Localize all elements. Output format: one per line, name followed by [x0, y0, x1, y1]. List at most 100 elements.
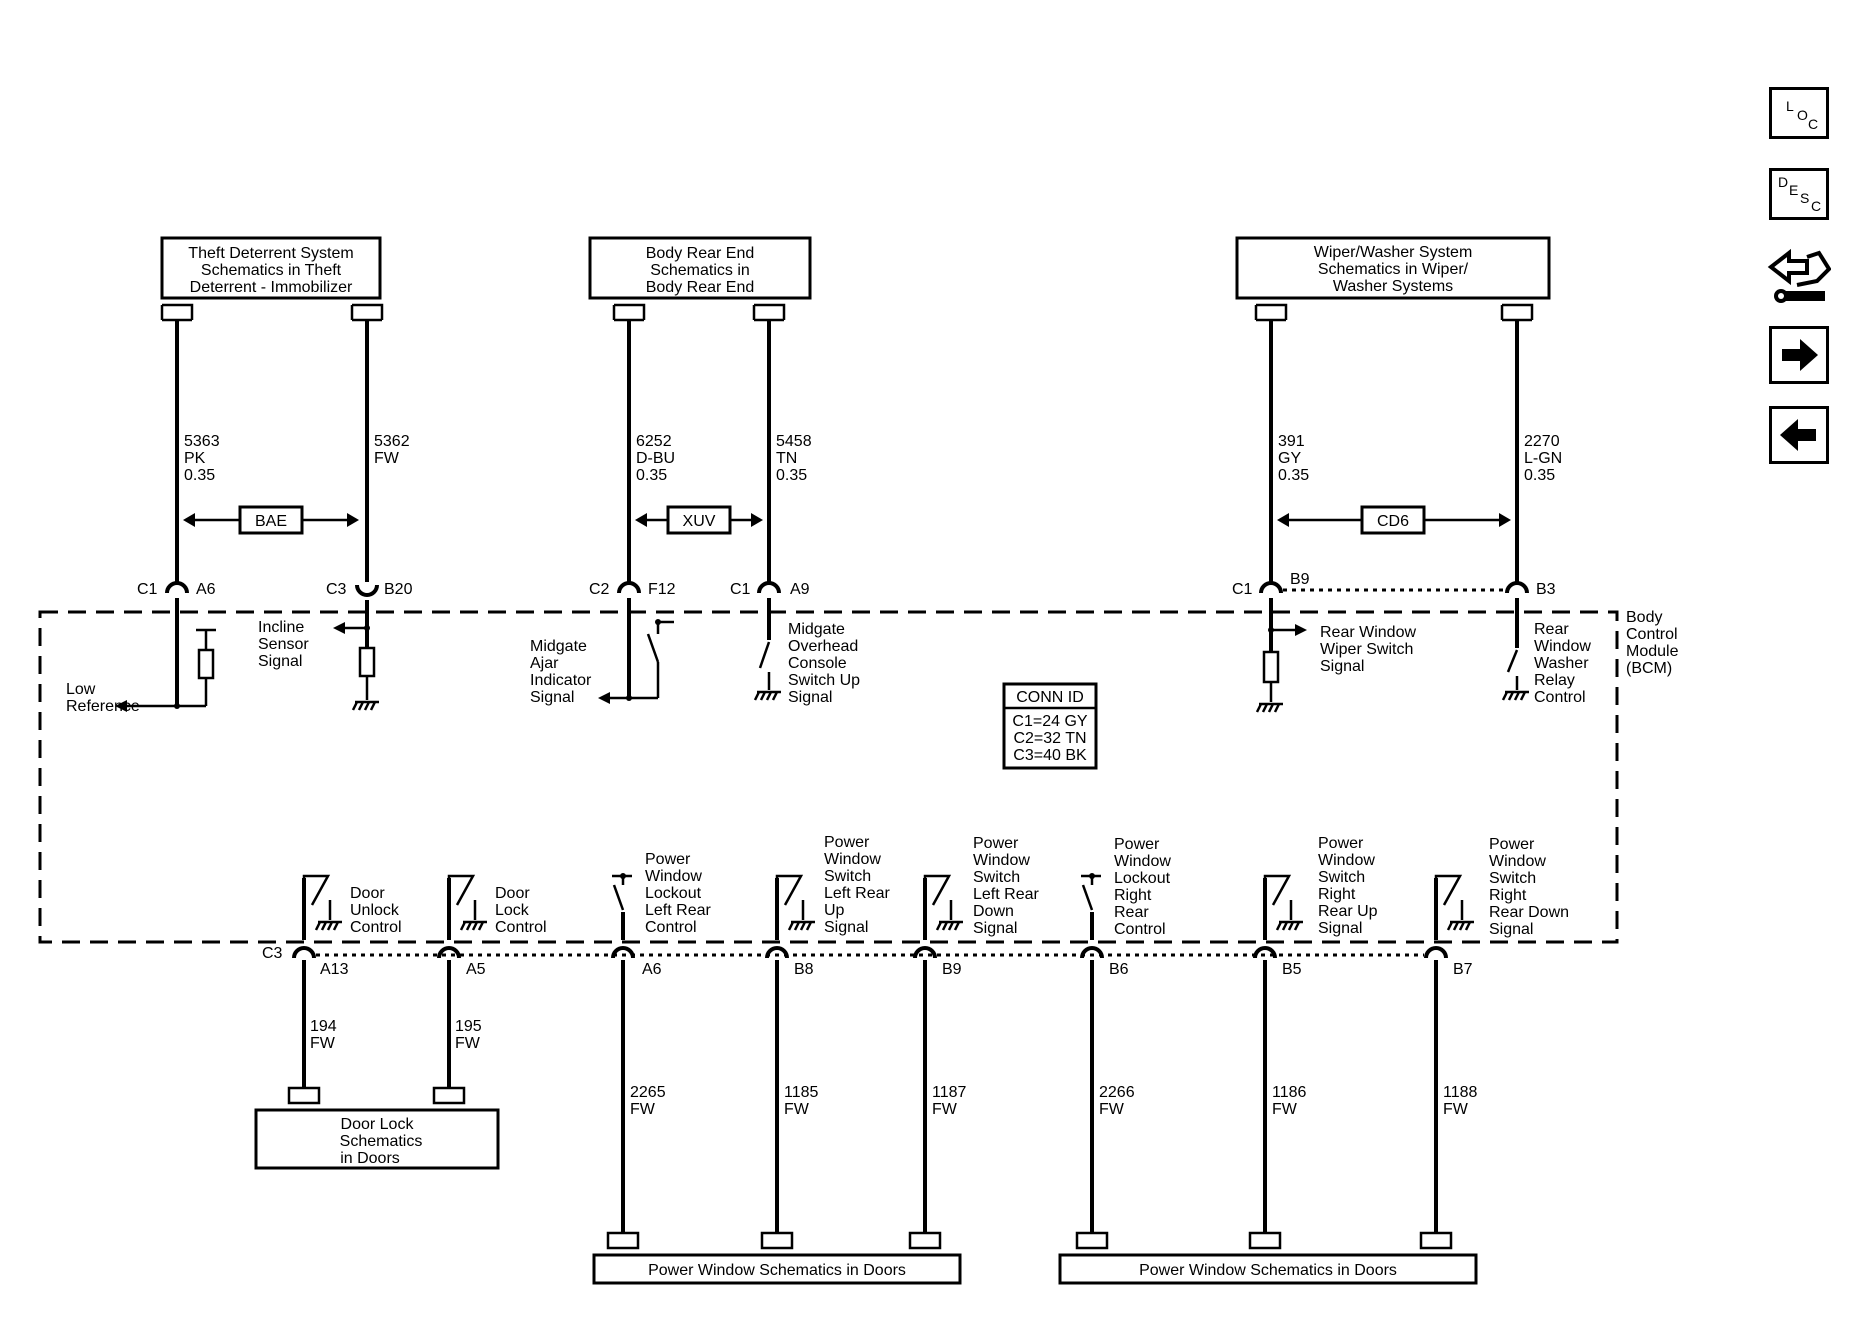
- source-box-text: Washer Systems: [1333, 278, 1453, 295]
- signal-label: Door: [495, 885, 530, 902]
- svg-text:Rear Up: Rear Up: [1318, 903, 1378, 920]
- svg-text:XUV: XUV: [683, 513, 716, 530]
- svg-text:Power: Power: [824, 834, 870, 851]
- svg-text:Midgate: Midgate: [530, 638, 587, 655]
- destination-box-power-window-left[interactable]: Power Window Schematics in Doors: [592, 1253, 962, 1285]
- svg-text:1186: 1186: [1272, 1084, 1307, 1101]
- circuit-label: 1186: [1272, 1084, 1307, 1101]
- svg-text:FW: FW: [1099, 1101, 1125, 1118]
- svg-text:B5: B5: [1282, 961, 1302, 978]
- location-button[interactable]: L O C: [1769, 87, 1829, 139]
- circuit-label: FW: [630, 1101, 656, 1118]
- svg-text:5458: 5458: [776, 433, 812, 450]
- svg-text:6252: 6252: [636, 433, 672, 450]
- svg-text:C3: C3: [262, 945, 283, 962]
- svg-text:Switch: Switch: [824, 868, 871, 885]
- svg-text:FW: FW: [310, 1035, 336, 1052]
- svg-text:Midgate: Midgate: [788, 621, 845, 638]
- desc-letter: C: [1811, 198, 1822, 214]
- signal-label: Switch: [824, 868, 871, 885]
- svg-text:Up: Up: [824, 902, 845, 919]
- conn-id-title: CONN ID: [1016, 689, 1084, 706]
- signal-label: Console: [788, 655, 847, 672]
- svg-text:A9: A9: [790, 581, 810, 598]
- signal-label: Control: [350, 919, 402, 936]
- next-page-button[interactable]: [1769, 326, 1829, 384]
- svg-text:Switch: Switch: [1489, 870, 1536, 887]
- signal-label: Control: [1534, 689, 1586, 706]
- signal-label: Rear Down: [1489, 904, 1569, 921]
- source-box-wiper-washer[interactable]: Wiper/Washer System Schematics in Wiper/…: [1235, 236, 1551, 300]
- pin-id: B5: [1282, 961, 1302, 978]
- circuit-label: L-GN: [1524, 450, 1562, 467]
- signal-label: Window: [1534, 638, 1591, 655]
- svg-text:Switch: Switch: [1318, 869, 1365, 886]
- connector-id: C1: [1232, 581, 1253, 598]
- source-box-theft-deterrent[interactable]: Theft Deterrent System Schematics in The…: [160, 236, 382, 300]
- source-box-text: Body Rear End: [646, 279, 755, 296]
- svg-text:Window: Window: [1114, 853, 1171, 870]
- pin-id: A6: [196, 581, 216, 598]
- svg-text:Power Window Schematics in Doo: Power Window Schematics in Doors: [1139, 1262, 1397, 1279]
- svg-text:Right: Right: [1318, 886, 1356, 903]
- svg-text:C3=40 BK: C3=40 BK: [1013, 747, 1087, 764]
- svg-text:Window: Window: [1489, 853, 1546, 870]
- svg-text:0.35: 0.35: [184, 467, 215, 484]
- signal-label: Switch: [1318, 869, 1365, 886]
- destination-box-power-window-right[interactable]: Power Window Schematics in Doors: [1058, 1253, 1478, 1285]
- svg-text:B7: B7: [1453, 961, 1473, 978]
- svg-text:Control: Control: [1114, 921, 1166, 938]
- previous-arrow-icon: [1780, 419, 1816, 451]
- internal-circuit-rear-wiper: [1255, 598, 1307, 713]
- signal-label: Signal: [1489, 921, 1533, 938]
- top-wires: [175, 320, 1519, 582]
- option-label: XUV: [683, 513, 716, 530]
- bottom-signal-labels: Door Unlock Control Door Lock Control Po…: [350, 834, 1569, 938]
- signal-label: Lockout: [1114, 870, 1171, 887]
- svg-text:FW: FW: [1272, 1101, 1298, 1118]
- source-box-text: Schematics in: [650, 262, 750, 279]
- svg-text:Control: Control: [495, 919, 547, 936]
- previous-page-button[interactable]: [1769, 406, 1829, 464]
- svg-text:D-BU: D-BU: [636, 450, 675, 467]
- circuit-label: FW: [932, 1101, 958, 1118]
- svg-text:Window: Window: [1534, 638, 1591, 655]
- signal-label: Rear Window: [1320, 624, 1416, 641]
- source-box-text: Theft Deterrent System: [188, 245, 353, 262]
- source-box-text: Deterrent - Immobilizer: [190, 279, 353, 296]
- circuit-label: TN: [776, 450, 797, 467]
- svg-text:F12: F12: [648, 581, 676, 598]
- connector-id: C1: [730, 581, 751, 598]
- internal-circuit-midgate-console: [753, 598, 781, 701]
- svg-text:FW: FW: [784, 1101, 810, 1118]
- bottom-wires: [302, 960, 1438, 1233]
- option-bae: BAE: [183, 505, 359, 535]
- signal-label: Control: [1114, 921, 1166, 938]
- svg-text:Reference: Reference: [66, 698, 140, 715]
- internal-circuit-low-reference: [115, 598, 216, 712]
- source-box-body-rear-end[interactable]: Body Rear End Schematics in Body Rear En…: [588, 236, 812, 300]
- svg-text:FW: FW: [630, 1101, 656, 1118]
- svg-text:Left Rear: Left Rear: [645, 902, 711, 919]
- signal-label: Right: [1114, 887, 1152, 904]
- description-button[interactable]: D E S C: [1769, 168, 1829, 220]
- source-box-text: Wiper/Washer System: [1314, 244, 1473, 261]
- desc-letter: E: [1789, 182, 1799, 198]
- signal-label: Overhead: [788, 638, 858, 655]
- signal-label: Power: [1318, 835, 1364, 852]
- svg-text:Switch: Switch: [973, 869, 1020, 886]
- destination-box-door-lock[interactable]: Door Lock Schematics in Doors: [254, 1108, 500, 1170]
- signal-label: Relay: [1534, 672, 1575, 689]
- connector-id: C3: [262, 945, 283, 962]
- signal-label: Signal: [788, 689, 832, 706]
- svg-text:Module: Module: [1626, 643, 1679, 660]
- conn-id-row: C1=24 GY: [1012, 713, 1087, 730]
- conn-id-row: C2=32 TN: [1013, 730, 1086, 747]
- signal-label: Midgate: [788, 621, 845, 638]
- circuit-label: FW: [310, 1035, 336, 1052]
- svg-text:C1: C1: [137, 581, 158, 598]
- svg-text:Rear: Rear: [1114, 904, 1149, 921]
- connector-tool-icon[interactable]: [1767, 245, 1832, 309]
- svg-text:B9: B9: [942, 961, 962, 978]
